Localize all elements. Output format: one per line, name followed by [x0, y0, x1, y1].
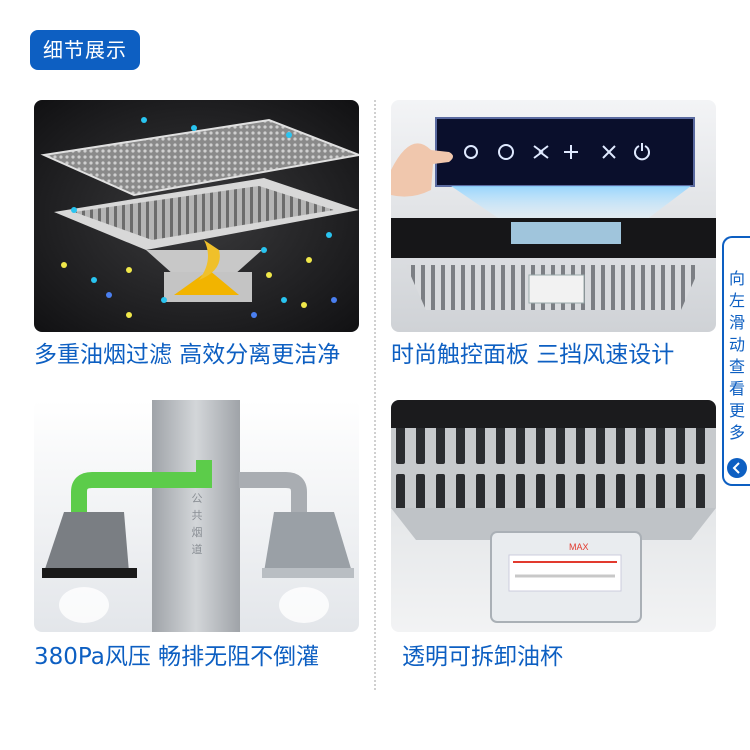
swipe-hint-char: 滑 [728, 313, 745, 332]
swipe-hint-char: 左 [728, 291, 745, 310]
touch-panel-image [391, 100, 716, 332]
oil-cup-image: MAX [391, 400, 716, 632]
caption-touch-panel: 时尚触控面板 三挡风速设计 [391, 342, 675, 368]
swipe-hint-tab[interactable]: 向 左 滑 动 查 看 更 多 [722, 236, 750, 486]
pipe-label-char: 公 [191, 492, 203, 505]
swipe-hint-char: 向 [728, 269, 745, 288]
pipe-label-char: 烟 [191, 526, 203, 539]
swipe-hint-char: 看 [728, 379, 745, 398]
swipe-hint-char: 查 [728, 357, 745, 376]
max-label: MAX [569, 542, 589, 552]
column-divider [374, 100, 376, 690]
pipe-label-char: 共 [191, 509, 203, 522]
swipe-hint-char: 动 [728, 335, 745, 354]
caption-oil-cup: 透明可拆卸油杯 [402, 644, 563, 670]
section-badge: 细节展示 [30, 30, 140, 70]
swipe-hint-char: 更 [728, 401, 745, 420]
pipe-label-char: 道 [191, 543, 203, 556]
caption-filter: 多重油烟过滤 高效分离更洁净 [34, 342, 341, 368]
caption-airflow: 380Pa风压 畅排无阻不倒灌 [34, 644, 320, 670]
airflow-image: 公 共 烟 道 [34, 400, 359, 632]
swipe-hint-char: 多 [728, 423, 745, 442]
filter-image [34, 100, 359, 332]
arrow-left-icon [727, 458, 747, 478]
